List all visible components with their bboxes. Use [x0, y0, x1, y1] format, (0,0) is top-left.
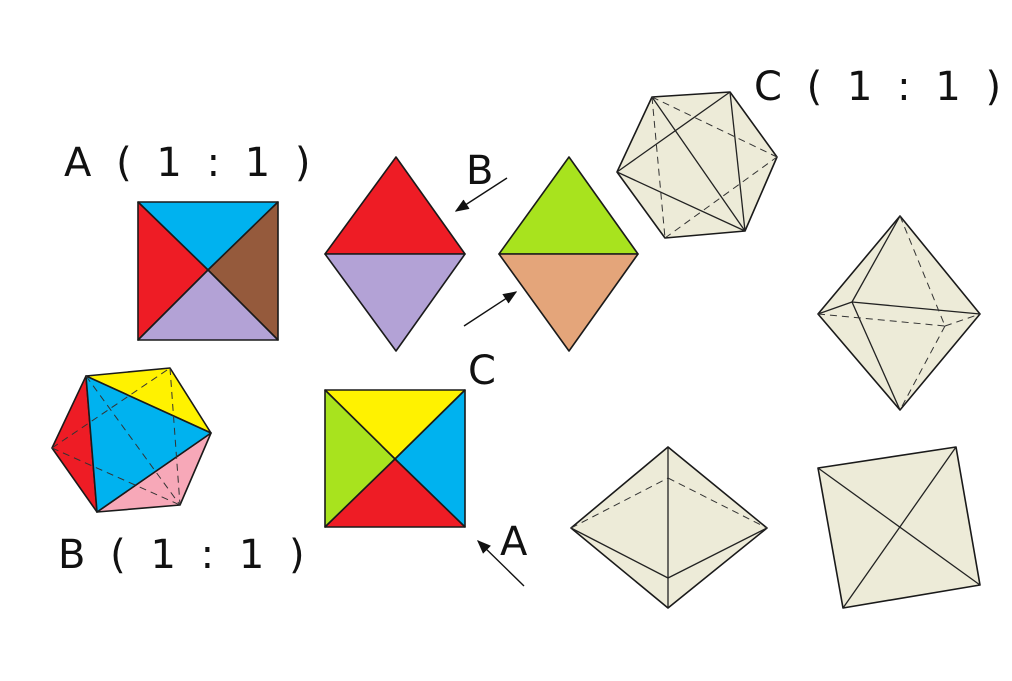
- face-bottom: [324, 458, 466, 528]
- view-square-colored: [324, 389, 466, 528]
- arrow-b: [454, 177, 508, 212]
- octahedron-outline: [817, 215, 981, 411]
- view-octahedron-tilted: [570, 446, 768, 609]
- label-view-b-ratio: B ( 1 : 1 ): [58, 532, 311, 578]
- face-bottom: [137, 269, 279, 341]
- label-arrow-c: C: [468, 348, 496, 394]
- face-upper: [324, 156, 466, 255]
- label-view-c-ratio: C ( 1 : 1 ): [754, 64, 1007, 110]
- arrow-a: [476, 540, 525, 587]
- view-b-diamond: [324, 156, 466, 352]
- label-arrow-a: A: [500, 519, 528, 565]
- label-view-a-ratio: A ( 1 : 1 ): [64, 140, 317, 186]
- view-octahedron-upright: [817, 215, 981, 411]
- face-sky: [85, 375, 212, 513]
- label-arrow-b: B: [466, 148, 493, 194]
- octahedron-outline: [570, 446, 768, 609]
- arrow-c: [463, 291, 518, 327]
- view-square-tilted: [817, 446, 981, 609]
- view-c-hexagon: [616, 91, 778, 239]
- view-b-hexagon: [51, 367, 212, 513]
- view-a-square: [137, 201, 279, 341]
- hexagon-outline: [616, 91, 778, 239]
- view-c-diamond: [498, 156, 639, 352]
- face-lower: [324, 253, 466, 352]
- face-lower: [498, 253, 639, 352]
